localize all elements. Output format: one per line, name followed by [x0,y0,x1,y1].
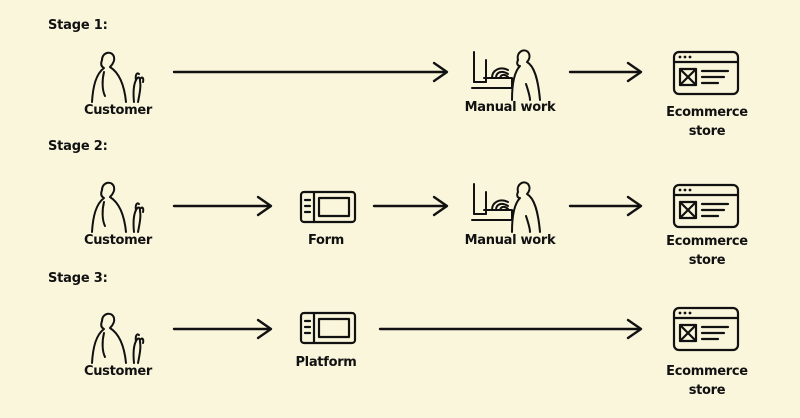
form-label: Form [307,233,345,248]
customer-label: Customer [83,103,153,118]
flow-arrow [172,60,452,84]
stage-3-label: Stage 3: [48,271,108,286]
person-icon [88,46,148,104]
ecommerce-store-label: Ecommerce store [666,105,748,139]
person-icon [88,176,148,234]
flow-arrow [172,317,276,341]
flow-arrow [372,194,452,218]
platform-label: Platform [295,355,357,370]
flow-arrow [568,194,648,218]
form-window-icon [298,188,358,228]
browser-window-icon [670,48,742,98]
flow-arrow [172,194,276,218]
stage-1-label: Stage 1: [48,18,108,33]
stage-2-label: Stage 2: [48,139,108,154]
flow-arrow [568,60,648,84]
flow-arrow [378,317,648,341]
browser-window-icon [670,181,742,231]
person-at-computer-icon [470,176,550,234]
browser-window-icon [670,304,742,354]
person-icon [88,307,148,365]
person-at-computer-icon [470,44,550,102]
ecommerce-store-label: Ecommerce store [666,234,748,268]
form-window-icon [298,309,358,349]
ecommerce-store-label: Ecommerce store [666,364,748,398]
manual-work-label: Manual work [464,100,556,115]
manual-work-label: Manual work [464,233,556,248]
customer-label: Customer [83,364,153,379]
customer-label: Customer [83,233,153,248]
